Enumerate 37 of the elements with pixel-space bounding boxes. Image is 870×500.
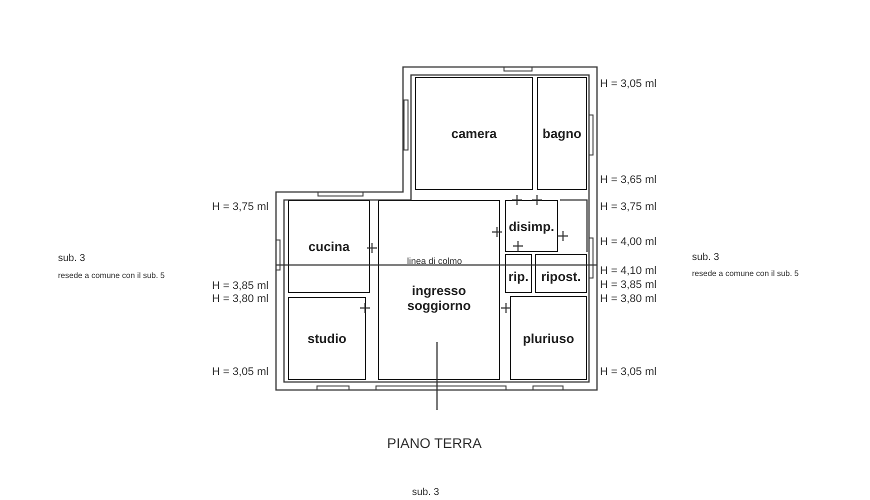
room-label: disimp. <box>508 218 554 234</box>
area-note: resede a comune con il sub. 5 <box>692 269 799 278</box>
height-label: H = 3,05 ml <box>600 366 657 378</box>
area-note: resede a comune con il sub. 5 <box>58 271 165 280</box>
room-label: ripost. <box>541 269 581 284</box>
height-label: H = 4,10 ml <box>600 265 657 277</box>
room-outline <box>505 200 558 252</box>
height-label: H = 3,85 ml <box>600 279 657 291</box>
height-label: H = 3,80 ml <box>600 293 657 305</box>
ridge-line-label: linea di colmo <box>407 256 462 266</box>
room-label: camera <box>451 126 497 141</box>
room-label: studio <box>308 331 346 346</box>
height-label: H = 4,00 ml <box>600 236 657 248</box>
room-label: cucina <box>308 239 350 254</box>
area-label: sub. 3 <box>692 252 720 263</box>
height-label: H = 3,65 ml <box>600 174 657 186</box>
room-label: ingresso soggiorno <box>406 283 472 313</box>
room-outline <box>288 297 366 380</box>
height-label: H = 3,75 ml <box>600 201 657 213</box>
room-outline <box>537 77 587 190</box>
room-outline <box>378 200 500 380</box>
room-outline <box>505 254 532 293</box>
height-label: H = 3,85 ml <box>212 280 269 292</box>
room-label: rip. <box>508 269 529 284</box>
room-outline <box>535 254 587 293</box>
area-label: sub. 3 <box>58 253 86 264</box>
room-label: bagno <box>542 126 582 141</box>
height-label: H = 3,05 ml <box>212 366 269 378</box>
room-outline <box>415 77 533 190</box>
area-label: sub. 3 <box>412 487 440 498</box>
floor-title: PIANO TERRA <box>387 435 482 451</box>
height-label: H = 3,80 ml <box>212 293 269 305</box>
height-label: H = 3,75 ml <box>212 201 269 213</box>
room-outline <box>288 200 370 293</box>
room-outline <box>510 296 587 380</box>
height-label: H = 3,05 ml <box>600 78 657 90</box>
room-label: pluriuso <box>522 330 574 346</box>
